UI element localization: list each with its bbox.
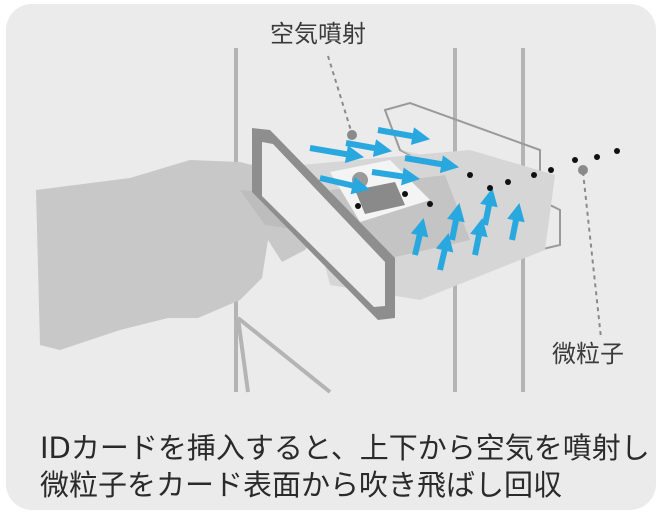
caption: IDカードを挿入すると、上下から空気を噴射し 微粒子をカード表面から吹き飛ばし回… (40, 430, 650, 504)
leader-dot-air (347, 130, 357, 140)
leader-lines (327, 55, 602, 339)
airflow-arrows (309, 127, 525, 271)
caption-line-2: 微粒子をカード表面から吹き飛ばし回収 (40, 468, 563, 502)
particles (355, 148, 620, 209)
air-jet-label: 空気噴射 (270, 20, 366, 48)
caption-line-1: IDカードを挿入すると、上下から空気を噴射し (40, 431, 650, 465)
particles-label: 微粒子 (552, 340, 624, 368)
leader-dot-particle (578, 165, 588, 175)
